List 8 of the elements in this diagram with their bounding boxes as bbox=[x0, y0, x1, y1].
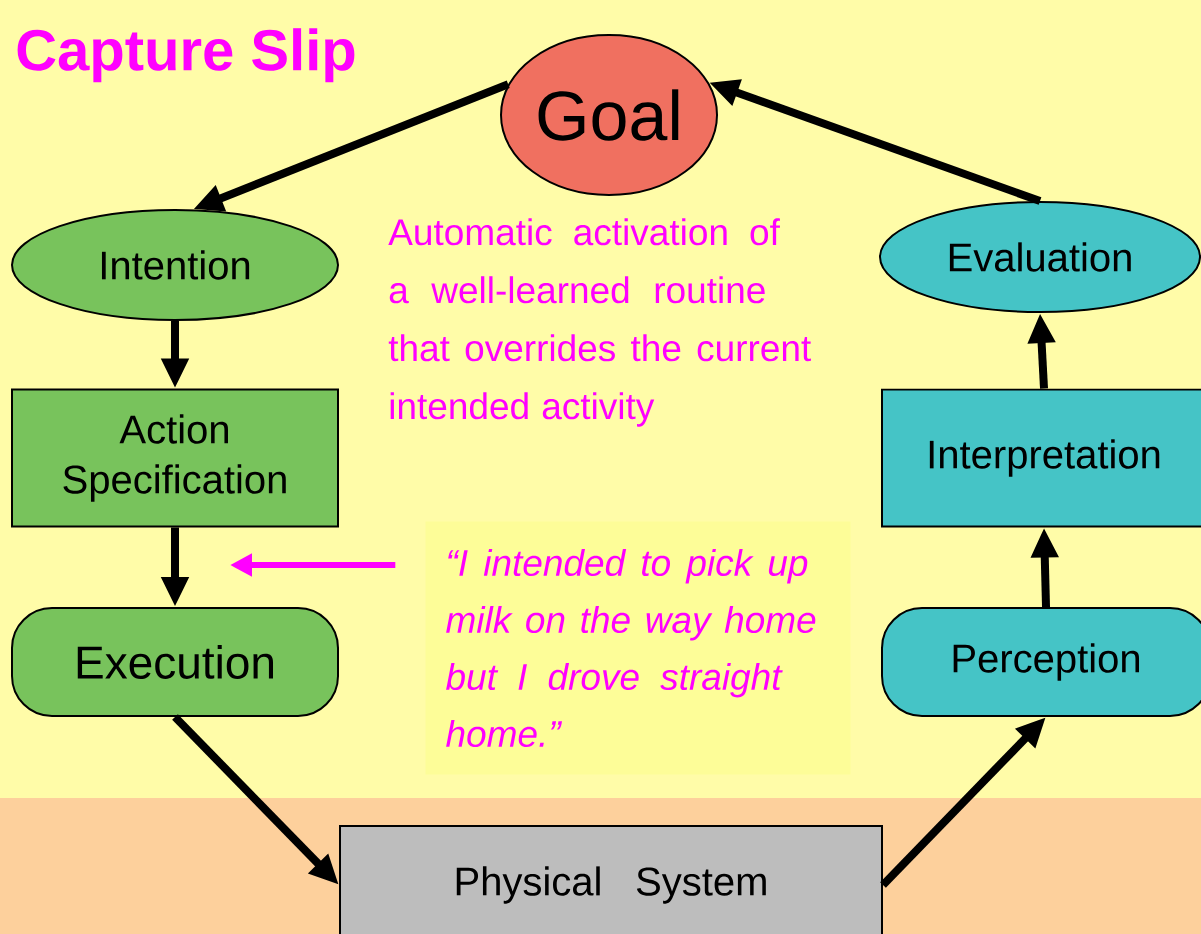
execution-box: Execution bbox=[11, 607, 339, 717]
title: Capture Slip bbox=[17, 28, 355, 83]
description-text: Automatic activation of a well-learned routine that overrides the current intended activity bbox=[388, 218, 811, 427]
action-box: Action Specification bbox=[11, 388, 339, 528]
interpretation-box: Interpretation bbox=[881, 388, 1201, 528]
perception-box: Perception bbox=[881, 607, 1201, 717]
quote-box: “I intended to pick up milk on the way home but I drove straight home.” bbox=[425, 521, 851, 775]
system-box: Physical System bbox=[339, 825, 883, 934]
